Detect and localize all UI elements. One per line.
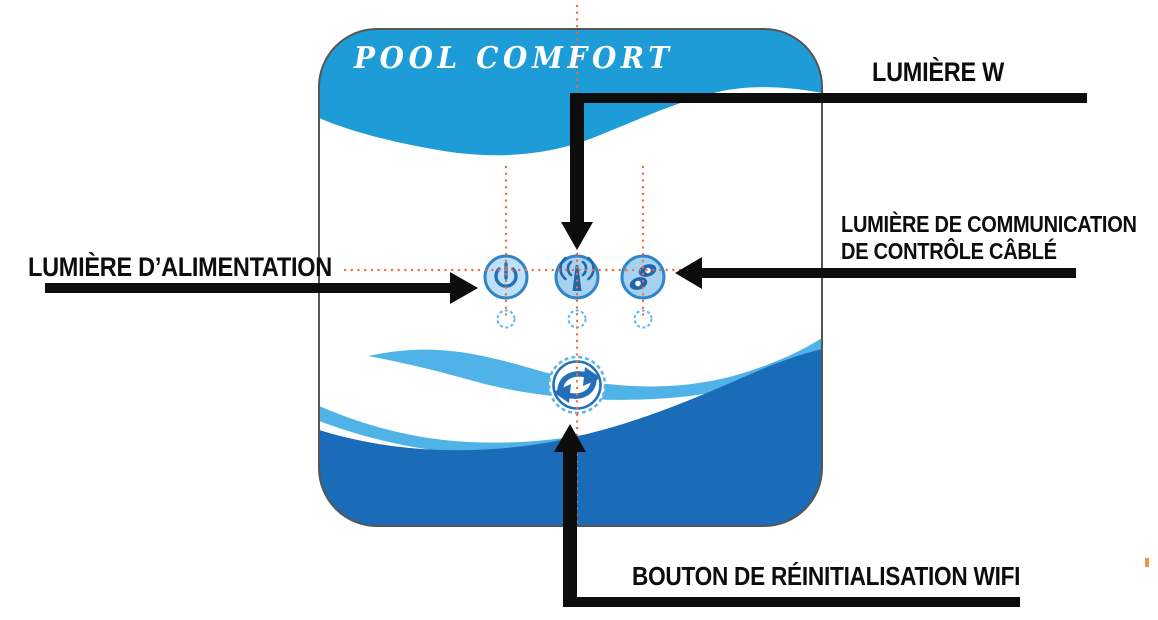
header-wave (319, 29, 822, 156)
power-light-label: LUMIÈRE D’ALIMENTATION (28, 252, 332, 282)
wifi-reset-button-icon (547, 355, 607, 415)
stray-orange-mark (1145, 558, 1149, 567)
power-light-icon (483, 254, 529, 300)
wired-led (633, 309, 653, 329)
wired-control-light-icon (620, 254, 666, 300)
power-led (496, 309, 516, 329)
wifi-reset-button-label: BOUTON DE RÉINITIALISATION WIFI (632, 561, 1021, 591)
wifi-light-label: LUMIÈRE W (872, 57, 1005, 87)
wifi-light-icon (554, 254, 600, 300)
reset-callout-arrow (554, 424, 1020, 607)
middle-wave-light (368, 338, 822, 400)
wifi-callout-arrow (561, 93, 1087, 250)
wired-control-light-label-line1: LUMIÈRE DE COMMUNICATION (841, 211, 1137, 237)
callout-arrows (45, 93, 1087, 607)
bottom-wave-dark (319, 349, 822, 526)
brand-title: POOL COMFORT (354, 41, 674, 76)
lower-wave-light (319, 390, 726, 455)
wired-control-light-label: LUMIÈRE DE COMMUNICATION DE CONTRÔLE CÂB… (841, 211, 1137, 265)
wired-control-light-label-line2: DE CONTRÔLE CÂBLÉ (841, 238, 1057, 264)
power-callout-arrow (45, 272, 478, 304)
wired-callout-arrow (675, 257, 1076, 289)
